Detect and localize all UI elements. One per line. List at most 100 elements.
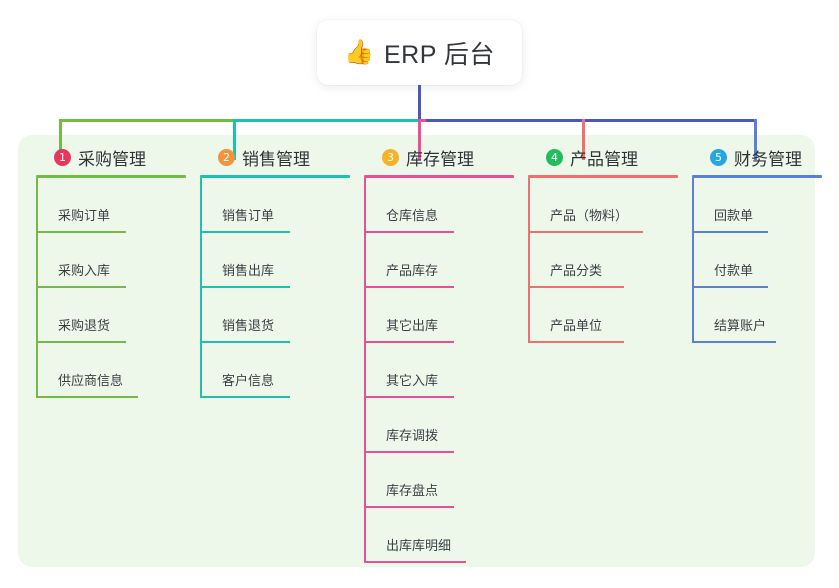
menu-item-underline <box>692 231 768 233</box>
menu-item-underline <box>364 231 454 233</box>
menu-item[interactable]: 回款单 <box>692 178 822 233</box>
branch-header-4[interactable]: 4 产品管理 <box>528 145 678 169</box>
menu-item-underline <box>528 231 643 233</box>
drop-line-2 <box>233 119 236 160</box>
menu-item-label: 销售订单 <box>222 208 275 223</box>
menu-item-label: 产品库存 <box>386 263 439 278</box>
branch-header-3[interactable]: 3 库存管理 <box>364 145 514 169</box>
menu-item-underline <box>692 286 768 288</box>
menu-item[interactable]: 销售出库 <box>200 233 350 288</box>
menu-item-label: 采购退货 <box>58 318 111 333</box>
menu-item[interactable]: 供应商信息 <box>36 343 186 398</box>
menu-item[interactable]: 产品分类 <box>528 233 678 288</box>
branch-items: 仓库信息产品库存其它出库其它入库库存调拨库存盘点出库库明细 <box>364 178 514 563</box>
menu-item-underline <box>364 506 454 508</box>
branch-items: 回款单付款单结算账户 <box>692 178 822 343</box>
thumbs-up-icon: 👍 <box>344 38 374 66</box>
menu-item[interactable]: 销售订单 <box>200 178 350 233</box>
page-title: ERP 后台 <box>383 40 495 69</box>
branch-title: 销售管理 <box>242 149 310 169</box>
root-stem-line <box>418 85 421 122</box>
branch-column-3: 3 库存管理仓库信息产品库存其它出库其它入库库存调拨库存盘点出库库明细 <box>364 145 514 563</box>
menu-item-label: 采购订单 <box>58 208 111 223</box>
branch-number-badge: 3 <box>382 148 399 166</box>
menu-item-label: 其它出库 <box>386 318 439 333</box>
branch-number-badge: 2 <box>218 148 235 166</box>
drop-line-1 <box>59 119 62 160</box>
segment-purchase <box>59 119 233 122</box>
branch-number-badge: 4 <box>546 148 563 166</box>
branch-spine <box>200 178 202 398</box>
menu-item[interactable]: 产品单位 <box>528 288 678 343</box>
branch-underline <box>528 175 678 178</box>
menu-item-label: 出库库明细 <box>386 538 452 553</box>
menu-item-underline <box>36 231 126 233</box>
branch-column-2: 2 销售管理销售订单销售出库销售退货客户信息 <box>200 145 350 398</box>
menu-item-underline <box>200 286 290 288</box>
menu-item-label: 产品单位 <box>550 318 603 333</box>
segment-product-finance <box>426 119 756 122</box>
menu-item-label: 采购入库 <box>58 263 111 278</box>
branch-items: 销售订单销售出库销售退货客户信息 <box>200 178 350 398</box>
branch-underline <box>200 175 350 178</box>
menu-item-label: 销售出库 <box>222 263 275 278</box>
menu-item-label: 库存调拨 <box>386 428 439 443</box>
menu-item[interactable]: 结算账户 <box>692 288 822 343</box>
branch-spine <box>692 178 694 343</box>
branch-number-badge: 1 <box>54 148 71 166</box>
menu-item-label: 付款单 <box>714 263 754 278</box>
menu-item[interactable]: 库存调拨 <box>364 398 514 453</box>
branches-panel <box>18 135 815 567</box>
branch-number-badge: 5 <box>710 148 727 166</box>
menu-item-underline <box>200 341 290 343</box>
menu-item-label: 供应商信息 <box>58 373 124 388</box>
branch-items: 采购订单采购入库采购退货供应商信息 <box>36 178 186 398</box>
drop-line-4 <box>582 119 585 160</box>
branch-column-1: 1 采购管理采购订单采购入库采购退货供应商信息 <box>36 145 186 398</box>
branch-title: 采购管理 <box>78 149 146 169</box>
menu-item-label: 产品分类 <box>550 263 603 278</box>
menu-item-label: 结算账户 <box>714 318 767 333</box>
branch-header-1[interactable]: 1 采购管理 <box>36 145 186 169</box>
branch-title: 产品管理 <box>570 149 638 169</box>
root-node-content: 👍 ERP 后台 <box>344 35 495 71</box>
menu-item[interactable]: 采购入库 <box>36 233 186 288</box>
menu-item-label: 客户信息 <box>222 373 275 388</box>
menu-item-underline <box>364 451 454 453</box>
menu-item[interactable]: 其它出库 <box>364 288 514 343</box>
menu-item-underline <box>364 286 454 288</box>
branch-header-2[interactable]: 2 销售管理 <box>200 145 350 169</box>
menu-item-underline <box>528 286 624 288</box>
menu-item-label: 库存盘点 <box>386 483 439 498</box>
branch-spine <box>364 178 366 563</box>
menu-item[interactable]: 库存盘点 <box>364 453 514 508</box>
branch-spine <box>528 178 530 343</box>
branch-underline <box>364 175 514 178</box>
menu-item-underline <box>200 231 290 233</box>
menu-item-underline <box>364 561 466 563</box>
menu-item-label: 仓库信息 <box>386 208 439 223</box>
branch-column-4: 4 产品管理产品（物料） 产品分类产品单位 <box>528 145 678 343</box>
menu-item[interactable]: 付款单 <box>692 233 822 288</box>
menu-item[interactable]: 其它入库 <box>364 343 514 398</box>
menu-item[interactable]: 出库库明细 <box>364 508 514 563</box>
menu-item[interactable]: 销售退货 <box>200 288 350 343</box>
menu-item[interactable]: 采购退货 <box>36 288 186 343</box>
branch-underline <box>692 175 822 178</box>
root-node-card[interactable]: 👍 ERP 后台 <box>317 20 522 85</box>
menu-item[interactable]: 产品库存 <box>364 233 514 288</box>
menu-item-label: 销售退货 <box>222 318 275 333</box>
branch-header-5[interactable]: 5 财务管理 <box>692 145 822 169</box>
menu-item-underline <box>528 341 624 343</box>
branch-title: 财务管理 <box>734 149 802 169</box>
menu-item[interactable]: 仓库信息 <box>364 178 514 233</box>
menu-item[interactable]: 产品（物料） <box>528 178 678 233</box>
menu-item-underline <box>692 341 776 343</box>
branch-spine <box>36 178 38 398</box>
branch-underline <box>36 175 186 178</box>
menu-item[interactable]: 采购订单 <box>36 178 186 233</box>
menu-item[interactable]: 客户信息 <box>200 343 350 398</box>
branch-title: 库存管理 <box>406 149 474 169</box>
menu-item-underline <box>364 396 454 398</box>
segment-sales <box>233 119 418 122</box>
